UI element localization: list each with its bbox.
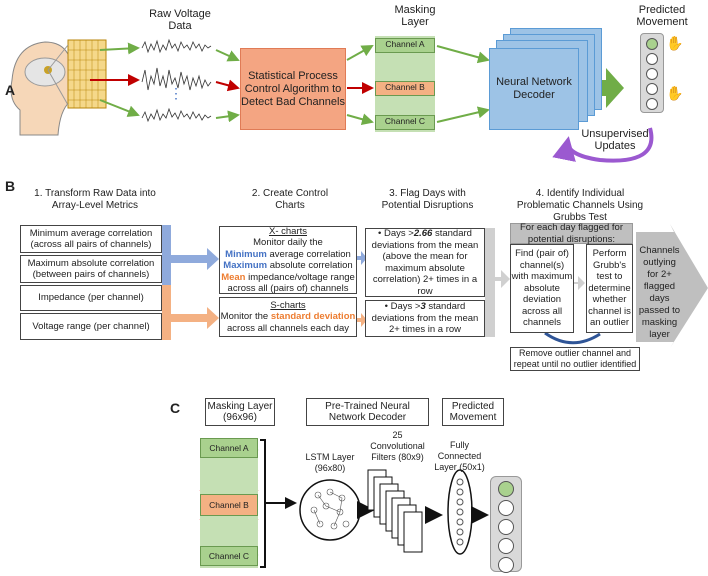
text: standard deviations from the mean 2+ tim… — [371, 301, 479, 336]
text: impedance/voltage range — [245, 271, 355, 283]
text: Monitor daily the — [253, 237, 323, 248]
sd-highlight: standard deviation — [270, 311, 356, 323]
predicted-movement-box: Predicted Movement — [442, 398, 504, 426]
channel-a: Channel A — [200, 438, 258, 458]
electrode-array — [67, 39, 107, 109]
waveform — [141, 67, 212, 91]
step4-title: 4. Identify Individual Problematic Chann… — [516, 188, 644, 223]
x-charts-box: X- charts Monitor daily the Minimum aver… — [219, 226, 357, 294]
waveform — [141, 38, 212, 54]
conv-label: 25 Convolutional Filters (80x9) — [370, 430, 425, 462]
conv-filters — [367, 469, 423, 553]
masking-layer-box: Masking Layer (96x96) — [205, 398, 275, 426]
threshold-value: 3 — [420, 301, 426, 313]
svg-text:⋮: ⋮ — [169, 85, 183, 101]
output-label: Channels outlying for 2+ flagged days pa… — [638, 245, 681, 340]
fc-layer — [447, 469, 473, 555]
metric-box: Impedance (per channel) — [20, 285, 162, 311]
panel-label-c: C — [170, 400, 181, 416]
text: standard deviations from the mean (above… — [371, 228, 479, 297]
update-arrow-icon — [552, 127, 654, 163]
text: across all (pairs of) channels — [227, 283, 349, 294]
spc-algorithm-box: Statistical Process Control Algorithm to… — [240, 48, 346, 130]
text: • Days > — [384, 301, 421, 313]
hand-icon: ✋ — [666, 85, 684, 101]
predicted-movement-label: Predicted Movement — [636, 4, 688, 28]
text: across all channels each day — [227, 322, 349, 334]
metric-box: Maximum absolute correlation (between pa… — [20, 255, 162, 283]
channel-c: Channel C — [375, 115, 435, 130]
hand-icon: ✋ — [666, 35, 684, 51]
step4-header: For each day flagged for potential disru… — [510, 222, 633, 245]
channel-b: Channel B — [200, 494, 258, 516]
waveform — [141, 107, 212, 123]
masking-layer-label: Masking Layer — [394, 4, 436, 28]
output-arrow — [636, 224, 708, 348]
metric-box: Minimum average correlation (across all … — [20, 225, 162, 253]
raw-voltage-label: Raw Voltage Data — [149, 8, 211, 32]
flag-box-2: • Days >3 standard deviations from the m… — [365, 300, 485, 337]
step1-title: 1. Transform Raw Data into Array-Level M… — [34, 188, 156, 211]
threshold-value: 2.66 — [413, 228, 433, 239]
panel-label-a: A — [5, 82, 16, 98]
big-green-arrow — [594, 68, 624, 108]
find-channels-box: Find (pair of) channel(s) with maximum a… — [510, 244, 574, 333]
output-column — [490, 476, 522, 573]
min-highlight: Minimum — [225, 248, 267, 260]
text: average correlation — [266, 248, 351, 260]
remove-outlier-box: Remove outlier channel and repeat until … — [510, 347, 640, 371]
step3-title: 3. Flag Days with Potential Disruptions — [381, 188, 474, 211]
pretrained-decoder-box: Pre-Trained Neural Network Decoder — [306, 398, 429, 426]
panel-label-b: B — [5, 178, 16, 194]
neural-network-decoder: Neural Network Decoder — [489, 48, 579, 130]
s-charts-box: S-charts Monitor the standard deviation … — [219, 297, 357, 337]
step2-title: 2. Create Control Charts — [251, 188, 329, 211]
unsupervised-updates-label: Unsupervised Updates — [581, 128, 649, 152]
channel-a: Channel A — [375, 38, 435, 53]
metric-box: Voltage range (per channel) — [20, 313, 162, 340]
output-column — [640, 33, 664, 113]
channel-c: Channel C — [200, 546, 258, 566]
s-charts-title: S-charts — [270, 299, 306, 311]
channel-b: Channel B — [375, 81, 435, 96]
flag-box-1: • Days >2.66 standard deviations from th… — [365, 228, 485, 297]
text: • Days > — [378, 228, 414, 239]
lstm-label: LSTM Layer (96x80) — [305, 452, 355, 473]
text: Monitor the — [220, 311, 271, 323]
max-highlight: Maximum — [223, 260, 268, 271]
x-charts-title: X- charts — [268, 225, 307, 237]
mean-highlight: Mean — [221, 271, 246, 283]
fc-label: Fully Connected Layer (50x1) — [434, 440, 485, 472]
text: absolute correlation — [267, 260, 353, 271]
grubbs-test-box: Perform Grubb's test to determine whethe… — [586, 244, 633, 333]
